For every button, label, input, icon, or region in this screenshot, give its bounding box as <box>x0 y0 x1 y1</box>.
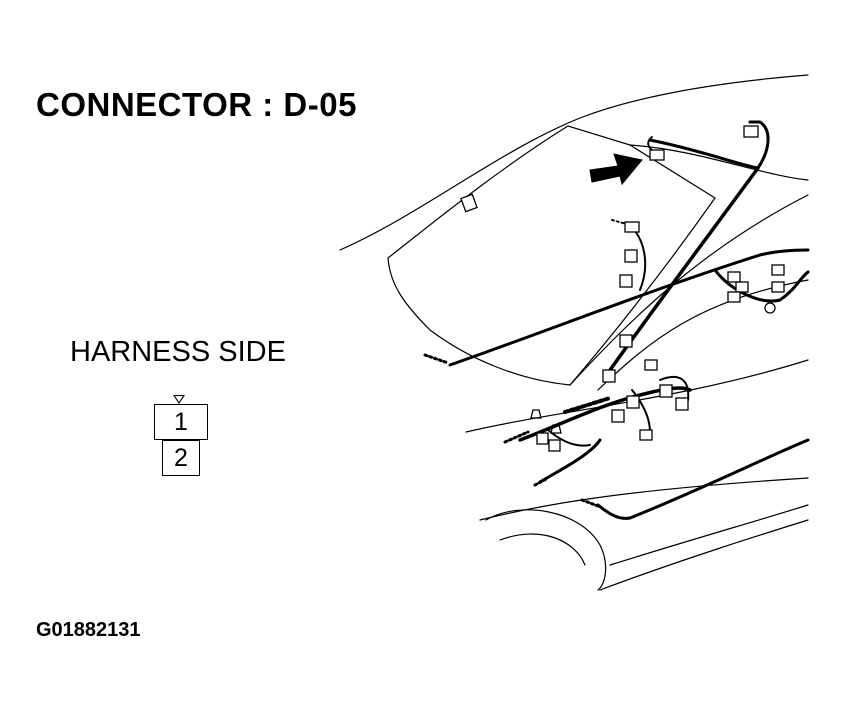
connector-box <box>735 281 749 293</box>
connector-box <box>639 429 653 441</box>
connector-box <box>536 432 549 445</box>
connector-box <box>727 291 741 303</box>
branch-wire-2 <box>631 389 651 433</box>
connector-box <box>675 397 689 411</box>
wheel-arch-inner <box>499 533 586 566</box>
roof-outline <box>339 74 809 251</box>
connector-box <box>624 249 638 263</box>
clip-shape <box>530 409 542 419</box>
connector-d05-box <box>649 149 665 161</box>
harness-side-label: HARNESS SIDE <box>70 336 286 368</box>
connector-box <box>548 439 561 452</box>
body-lower-line <box>599 519 809 591</box>
roof-harness-wire-2 <box>647 136 653 151</box>
wire-end-dash-1 <box>423 353 450 365</box>
connector-box <box>460 193 478 213</box>
location-arrow <box>589 153 643 186</box>
clip-shape <box>550 424 562 434</box>
windshield-outline <box>387 125 716 386</box>
wheel-arch <box>485 509 607 591</box>
connector-box <box>624 221 640 233</box>
dash-line <box>465 359 809 433</box>
connector-box <box>743 125 759 138</box>
wire-end-dash-2 <box>503 430 530 444</box>
wire-end-dash-4 <box>580 498 600 508</box>
connector-title: CONNECTOR : D-05 <box>36 86 357 123</box>
connector-box <box>626 395 640 409</box>
door-harness-wire <box>713 268 810 303</box>
connector-pin-1: 1 <box>154 404 208 440</box>
connector-box <box>619 334 633 348</box>
a-pillar-outer <box>629 144 809 181</box>
connector-lock-marker <box>173 395 185 404</box>
connector-box <box>771 281 785 293</box>
floor-harness-wire <box>596 438 810 520</box>
connector-pin-2: 2 <box>162 440 200 476</box>
figure-id: G01882131 <box>36 619 141 641</box>
connector-box <box>644 359 658 371</box>
hood-line <box>479 477 809 521</box>
door-glass-line <box>597 279 809 391</box>
connector-box <box>727 271 741 283</box>
connector-box <box>619 274 633 288</box>
connector-box <box>611 409 625 423</box>
cowl-harness-wire <box>448 248 810 367</box>
connector-box <box>771 264 785 276</box>
connector-box <box>659 384 673 398</box>
branch-wire-4 <box>659 375 690 401</box>
wire-end-dash-6 <box>563 396 612 414</box>
sill-line <box>609 504 809 566</box>
connector-box <box>602 369 616 383</box>
wire-end-dash-3 <box>533 476 550 487</box>
connector-ring <box>764 302 776 314</box>
